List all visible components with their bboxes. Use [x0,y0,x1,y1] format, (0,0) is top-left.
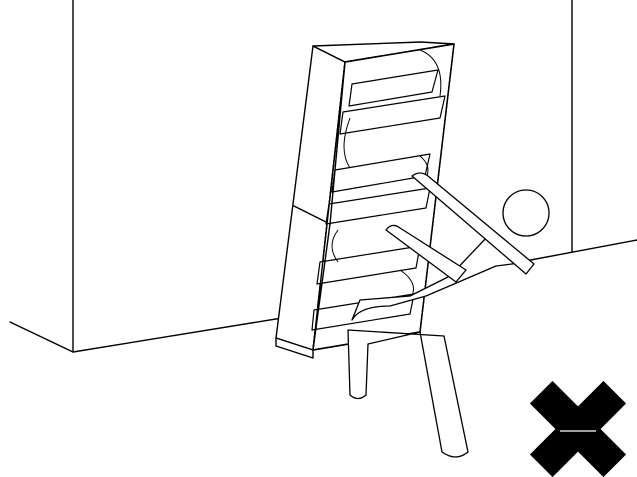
wall-floor-line [72,317,283,353]
shelving-units [275,41,455,359]
shelf [325,187,431,225]
room [9,0,637,353]
shelf [348,69,439,107]
wall-floor-line-right [519,239,637,263]
climbing-person [347,172,550,458]
floor-left-edge [9,321,74,353]
shelf [339,95,446,135]
cross-mark-icon [529,380,627,477]
curved-back [343,117,351,169]
curved-back [399,269,414,297]
curved-back [419,49,442,97]
person-head [502,189,550,237]
unit-front-edge [329,61,346,225]
shelf [316,245,421,285]
person-arm-upper [411,172,535,275]
curved-back [331,229,339,263]
person-leg [347,329,469,458]
person-arm-lower [385,224,467,283]
unit-seam [293,205,331,225]
unit-front-edge [312,223,331,351]
unit-base [275,337,314,359]
cross-bar [529,380,627,477]
upper-unit [331,49,446,193]
